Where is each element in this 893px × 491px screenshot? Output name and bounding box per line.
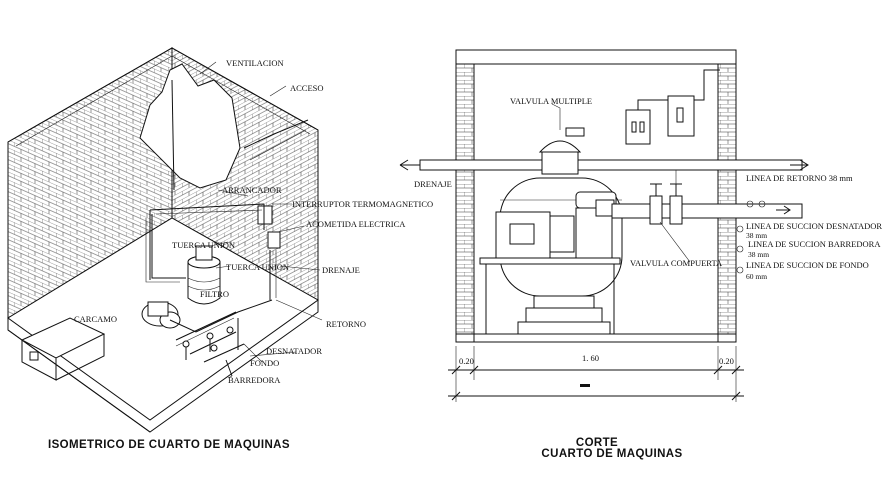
sec-left-wall <box>455 63 475 335</box>
label-valvula-multiple: VALVULA MULTIPLE <box>510 96 592 106</box>
sec-base-stand <box>533 295 595 309</box>
label-succion-barredora: LINEA DE SUCCION BARREDORA <box>748 239 881 249</box>
sec-gate-valve-2 <box>669 195 683 225</box>
label-arrancador: ARRANCADOR <box>222 185 282 195</box>
section-title-1: CORTE <box>576 437 618 449</box>
dim-left: 0.20 <box>459 356 474 366</box>
label-succion-desnatador-size: 38 mm <box>746 231 767 240</box>
isometric-title: ISOMETRICO DE CUARTO DE MAQUINAS <box>48 439 290 451</box>
sec-return-line <box>419 159 803 171</box>
label-linea-retorno: LINEA DE RETORNO 38 mm <box>746 173 853 183</box>
label-retorno: RETORNO <box>326 319 366 329</box>
label-filtro: FILTRO <box>200 289 229 299</box>
dimension-lines <box>448 346 744 402</box>
iso-access-opening <box>139 63 241 189</box>
label-drenaje: DRENAJE <box>322 265 360 275</box>
iso-panel-2 <box>267 231 281 249</box>
label-desnatador: DESNATADOR <box>266 346 322 356</box>
label-succion-barredora-size: 38 mm <box>748 250 769 259</box>
isometric-view: VENTILACION ACCESO ARRANCADOR INTERRUPTO… <box>7 47 433 451</box>
sec-floor <box>473 333 719 343</box>
label-drenaje-section: DRENAJE <box>414 179 452 189</box>
label-barredora: BARREDORA <box>228 375 281 385</box>
sec-multiport-valve <box>538 140 582 153</box>
label-fondo: FONDO <box>250 358 279 368</box>
label-tuerca-union-2: TUERCA UNION <box>226 262 289 272</box>
sec-gate-valve-1 <box>649 195 663 225</box>
label-succion-fondo: LINEA DE SUCCION DE FONDO <box>746 260 869 270</box>
iso-filter <box>187 262 221 305</box>
sec-electrical-box-1 <box>625 109 651 145</box>
label-succion-fondo-size: 60 mm <box>746 272 767 281</box>
sec-roof-slab <box>455 49 737 65</box>
label-succion-desnatador: LINEA DE SUCCION DESNATADOR <box>746 221 882 231</box>
label-acceso: ACCESO <box>290 83 324 93</box>
sec-suction-line <box>611 203 803 219</box>
section-title-2: CUARTO DE MAQUINAS <box>541 448 682 460</box>
label-acometida: ACOMETIDA ELECTRICA <box>306 219 406 229</box>
label-tuerca-union-1: TUERCA UNION <box>172 240 235 250</box>
sec-right-wall <box>717 63 737 335</box>
dim-center: 1. 60 <box>582 353 599 363</box>
iso-panel-1 <box>257 205 273 225</box>
label-carcamo: CARCAMO <box>74 314 117 324</box>
section-view: VALVULA MULTIPLE DRENAJE LINEA DE RETORN… <box>399 49 882 460</box>
dim-right: 0.20 <box>719 356 734 366</box>
label-interruptor: INTERRUPTOR TERMOMAGNETICO <box>292 199 433 209</box>
label-valvula-compuerta: VALVULA COMPUERTA <box>630 258 723 268</box>
label-ventilacion: VENTILACION <box>226 58 284 68</box>
